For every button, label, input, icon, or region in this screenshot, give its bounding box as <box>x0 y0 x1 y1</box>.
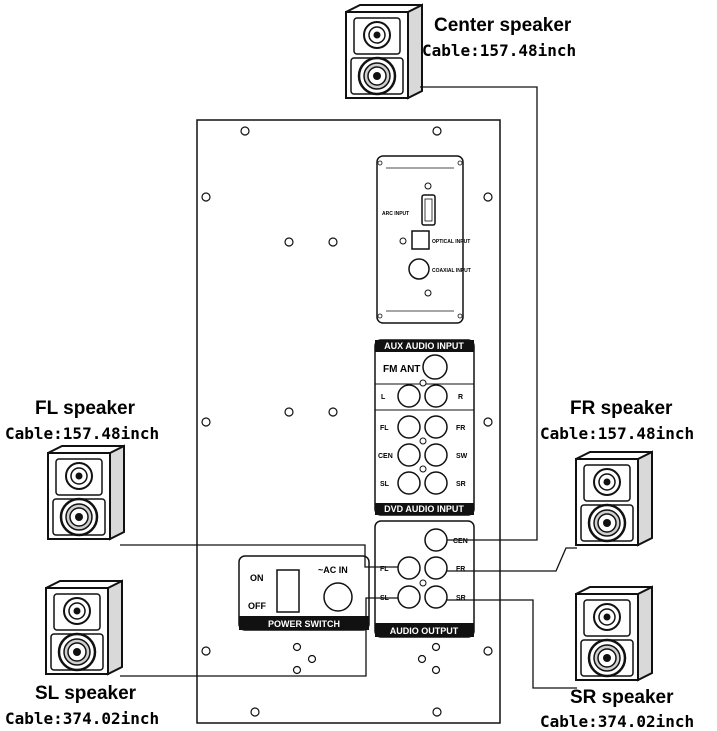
aux-audio-input-bar <box>375 340 474 352</box>
dvd-sr-label: SR <box>456 481 466 488</box>
fr-speaker-name: FR speaker <box>570 398 673 419</box>
fl-speaker-name: FL speaker <box>35 398 136 419</box>
out-fr-label: FR <box>456 566 465 573</box>
optical-input-label: OPTICAL INPUT <box>432 239 470 245</box>
center-wire <box>420 86 538 541</box>
power-on-label: ON <box>250 573 264 583</box>
dvd-sl-label: SL <box>380 481 390 488</box>
dvd-audio-input-title: DVD AUDIO INPUT <box>384 504 464 514</box>
coaxial-input-label: COAXIAL INPUT <box>432 268 471 274</box>
optical-port <box>411 230 430 250</box>
aux-r-label: R <box>458 394 463 401</box>
arc-input-label: ARC INPUT <box>382 211 409 217</box>
audio-output-title: AUDIO OUTPUT <box>390 626 459 636</box>
arc-hdmi-port <box>421 194 436 226</box>
dvd-fl-label: FL <box>380 425 389 432</box>
sl-wire <box>120 597 398 677</box>
dvd-sr-port <box>424 471 448 495</box>
power-off-label: OFF <box>248 601 266 611</box>
dvd-fl-port <box>397 415 421 439</box>
dvd-fr-label: FR <box>456 425 465 432</box>
dvd-audio-input-bar <box>375 503 474 515</box>
out-sr-port <box>424 585 448 609</box>
dvd-sw-label: SW <box>456 453 468 460</box>
sr-speaker <box>574 585 654 682</box>
fr-wire <box>447 547 577 572</box>
fl-wire <box>120 544 398 568</box>
ac-in-label: ~AC IN <box>318 565 348 575</box>
ac-in-socket <box>323 582 353 612</box>
out-fr-port <box>424 556 448 580</box>
sl-speaker-cable: Cable:374.02inch <box>5 709 159 728</box>
aux-l-port <box>397 384 421 408</box>
dvd-cen-label: CEN <box>378 453 393 460</box>
coaxial-port <box>408 258 430 280</box>
fl-speaker <box>46 444 126 541</box>
audio-output-bar <box>375 623 474 637</box>
sl-speaker-name: SL speaker <box>35 683 137 704</box>
aux-audio-input-title: AUX AUDIO INPUT <box>384 341 464 351</box>
dvd-sl-port <box>397 471 421 495</box>
out-fl-port <box>397 556 421 580</box>
power-switch[interactable] <box>276 569 300 613</box>
center-speaker <box>344 3 424 100</box>
center-speaker-name: Center speaker <box>434 15 572 36</box>
out-cen-label: CEN <box>453 538 468 545</box>
fr-speaker-cable: Cable:157.48inch <box>540 424 694 443</box>
out-fl-label: FL <box>380 566 389 573</box>
out-cen-port <box>424 528 448 552</box>
fr-speaker <box>574 450 654 547</box>
fl-speaker-cable: Cable:157.48inch <box>5 424 159 443</box>
aux-r-port <box>424 384 448 408</box>
screw-holes <box>201 126 493 717</box>
fm-ant-port <box>422 354 448 380</box>
sr-wire <box>447 599 577 689</box>
out-sl-port <box>397 585 421 609</box>
speaker-wires <box>120 86 577 689</box>
dvd-fr-port <box>424 415 448 439</box>
sl-speaker <box>44 579 124 676</box>
center-speaker-cable: Cable:157.48inch <box>422 41 576 60</box>
out-sr-label: SR <box>456 595 466 602</box>
sr-speaker-name: SR speaker <box>570 687 674 708</box>
dvd-sw-port <box>424 443 448 467</box>
dvd-cen-port <box>397 443 421 467</box>
fm-ant-label: FM ANT <box>383 364 420 375</box>
sr-speaker-cable: Cable:374.02inch <box>540 712 694 731</box>
power-switch-bar <box>239 616 369 630</box>
power-switch-title: POWER SWITCH <box>268 619 340 629</box>
aux-l-label: L <box>381 394 386 401</box>
